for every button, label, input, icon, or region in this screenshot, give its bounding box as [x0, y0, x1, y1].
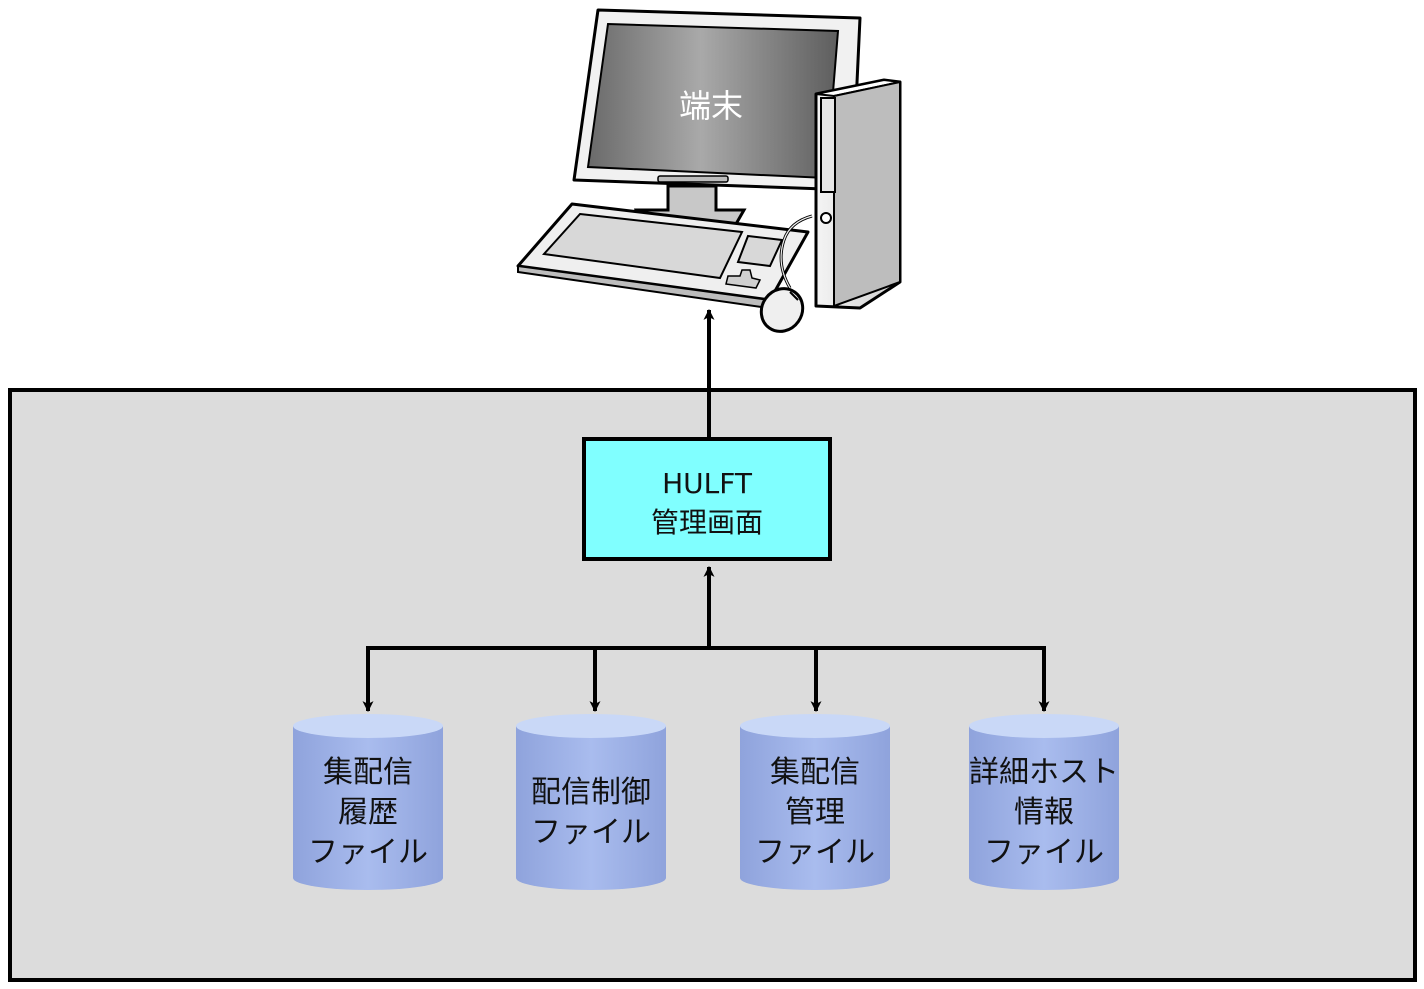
- file-1-label-line1: 集配信: [323, 755, 413, 790]
- file-2-label-line2: ファイル: [531, 815, 651, 850]
- terminal-label: 端末: [679, 87, 743, 125]
- hulft-label-line2: 管理画面: [651, 506, 763, 539]
- file-1-label-line2: 履歴: [338, 795, 398, 830]
- file-cylinder-4: 詳細ホスト 情報 ファイル: [969, 714, 1119, 890]
- file-cylinder-1: 集配信 履歴 ファイル: [293, 714, 443, 890]
- terminal-computer-icon: [516, 8, 902, 333]
- file-1-label-line3: ファイル: [308, 835, 428, 870]
- hulft-label-line1: HULFT: [662, 467, 753, 500]
- file-3-label-line2: 管理: [785, 795, 845, 830]
- file-4-label-line2: 情報: [1014, 795, 1074, 830]
- file-3-label-line3: ファイル: [755, 835, 875, 870]
- file-2-label-line1: 配信制御: [531, 775, 651, 810]
- file-3-label-line1: 集配信: [770, 755, 860, 790]
- file-4-label-line3: ファイル: [984, 835, 1104, 870]
- file-cylinder-3: 集配信 管理 ファイル: [740, 714, 890, 890]
- hulft-management-screen-box: [582, 437, 832, 561]
- file-cylinder-2: 配信制御 ファイル: [516, 714, 666, 890]
- file-4-label-line1: 詳細ホスト: [969, 755, 1119, 790]
